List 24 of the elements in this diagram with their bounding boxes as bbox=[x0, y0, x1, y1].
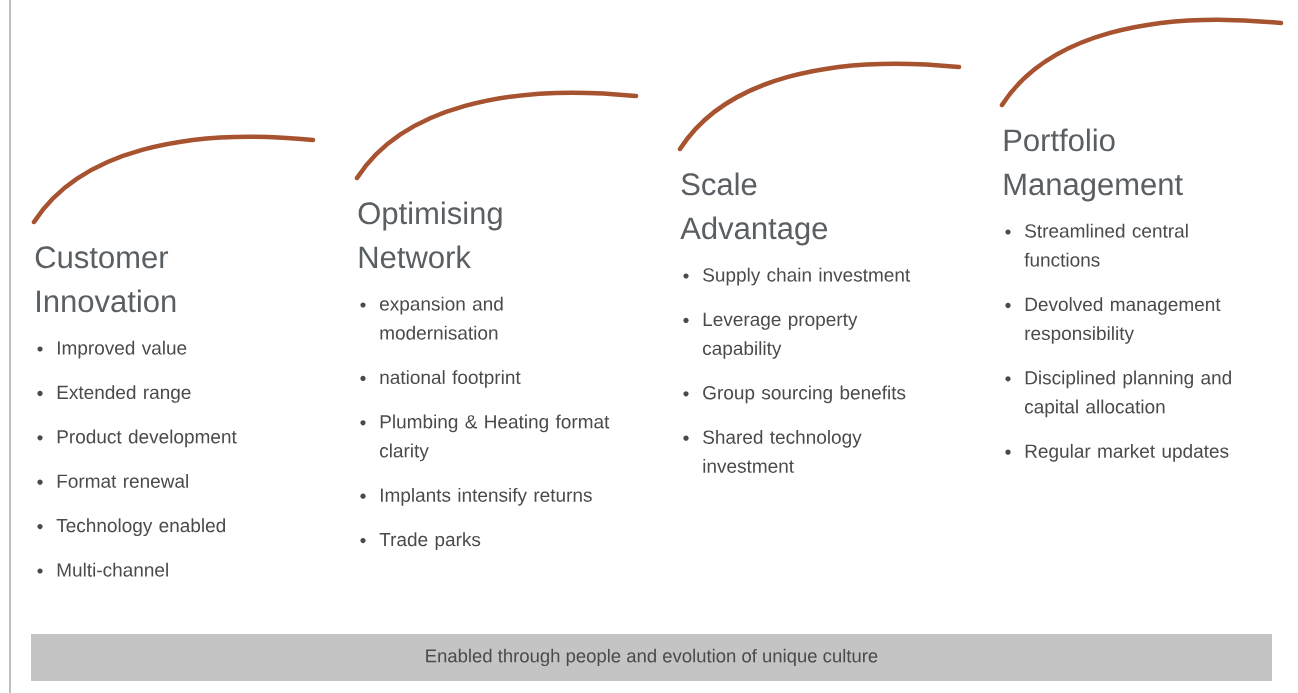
banner: Enabled through people and evolution of unique culture bbox=[31, 634, 1272, 681]
bullet-item: Extended range bbox=[37, 385, 191, 403]
bullet-item: Implants intensify returns bbox=[360, 487, 592, 506]
bullet-item: Multi-channel bbox=[37, 562, 168, 577]
column-heading: Scale Advantage bbox=[680, 172, 828, 246]
bullet-item: Product development bbox=[37, 429, 237, 448]
bullet-item: Technology enabled bbox=[37, 518, 225, 537]
bullet-item: Improved value bbox=[37, 340, 187, 359]
bullet-item: Supply chain investment bbox=[683, 267, 911, 286]
bullet-item: expansion and modernisation bbox=[360, 296, 503, 340]
bullet-item: Plumbing & Heating format clarity bbox=[360, 414, 610, 462]
bullet-item: Devolved management responsibility bbox=[1005, 297, 1221, 344]
column-heading: Optimising Network bbox=[358, 201, 502, 269]
bullet-item: national footprint bbox=[360, 370, 521, 388]
column-heading: Portfolio Management bbox=[1004, 128, 1183, 202]
bullet-item: Shared technology investment bbox=[683, 429, 862, 473]
bullet-item: Format renewal bbox=[37, 473, 188, 488]
bullet-item: Trade parks bbox=[360, 532, 481, 551]
bullet-item: Disciplined planning and capital allocation bbox=[1005, 370, 1231, 418]
column-heading: Customer Innovation bbox=[35, 246, 176, 313]
bullet-item: Leverage property capability bbox=[683, 312, 858, 359]
bullet-item: Group sourcing benefits bbox=[683, 385, 906, 404]
bullet-item: Streamlined central functions bbox=[1005, 223, 1188, 267]
bullet-item: Regular market updates bbox=[1005, 443, 1229, 462]
